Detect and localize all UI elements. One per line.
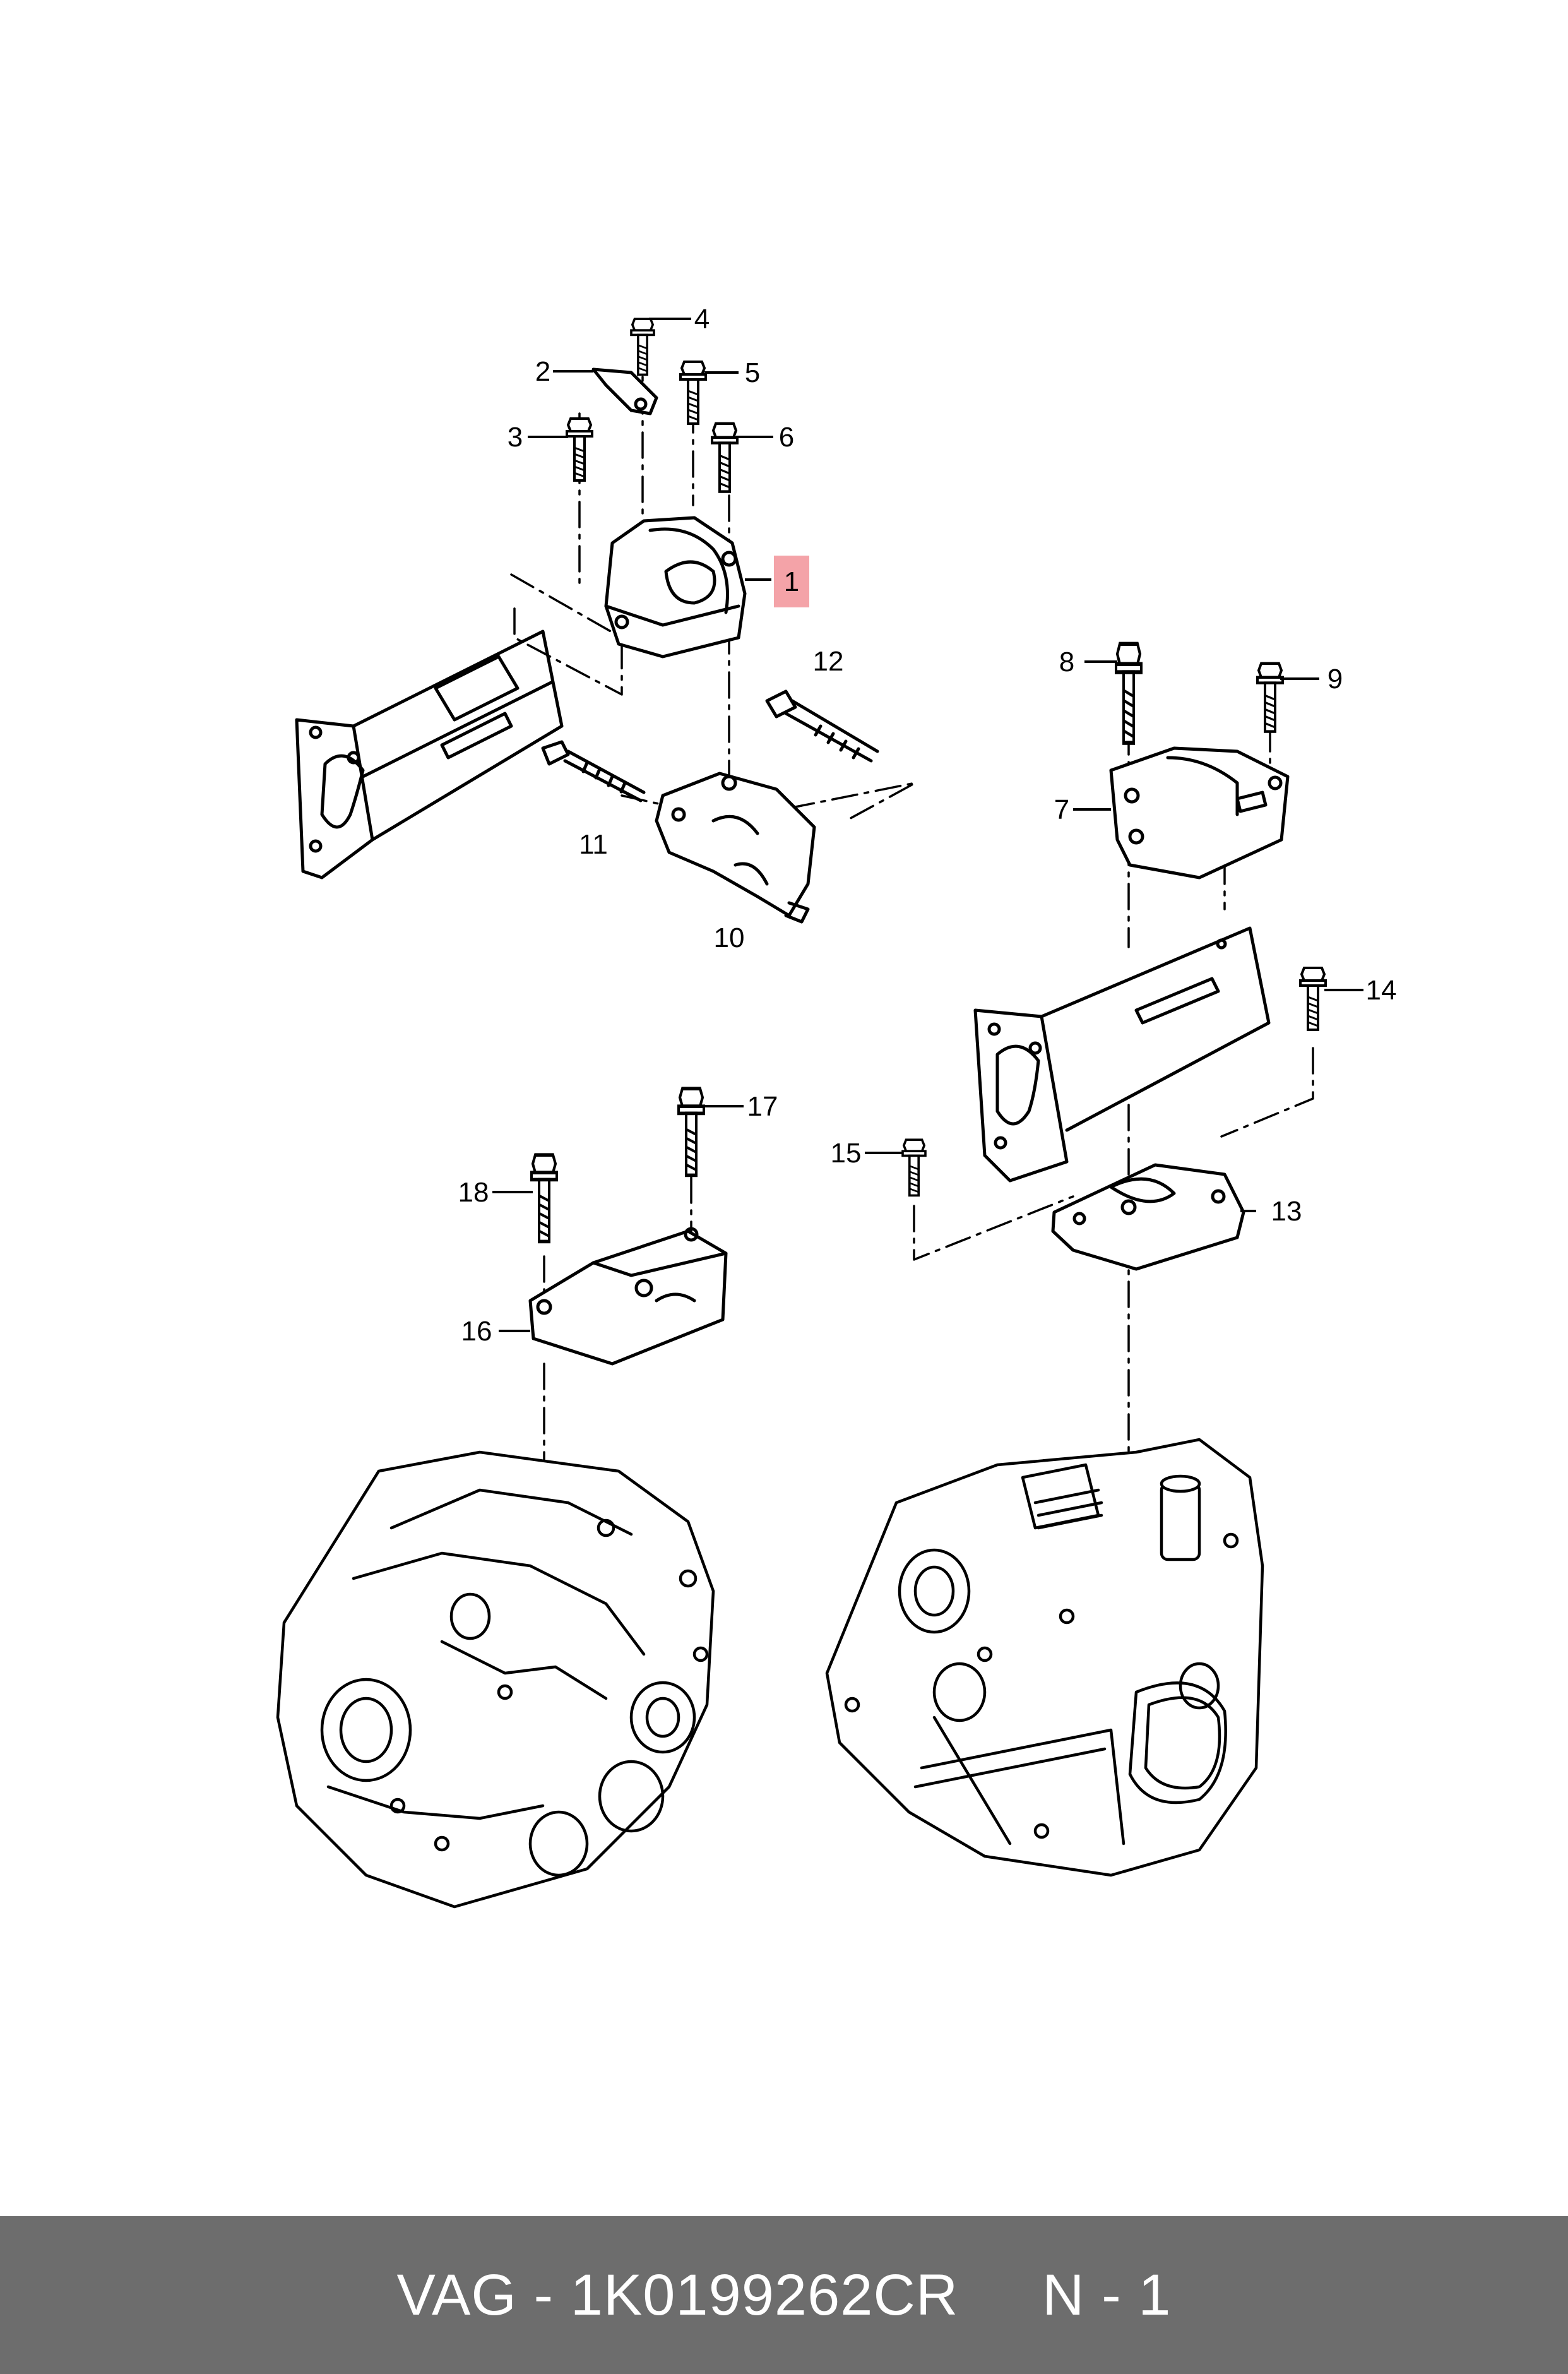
callout-16: 16 — [461, 1316, 492, 1347]
gearbox-mount-7 — [1109, 746, 1290, 880]
callout-6: 6 — [779, 422, 794, 453]
bracket-13 — [1051, 1163, 1245, 1271]
bracket-2 — [591, 367, 658, 415]
subframe-bracket-left — [295, 629, 564, 880]
callout-12: 12 — [813, 646, 844, 677]
bracket-16 — [528, 1227, 728, 1366]
footer-bar: VAG - 1K0199262CR N - 1 — [0, 2216, 1568, 2374]
callout-9: 9 — [1327, 664, 1343, 695]
callout-10: 10 — [714, 922, 745, 953]
bolt-17 — [679, 1089, 704, 1175]
callout-1-highlight — [774, 556, 809, 607]
manual-gearbox — [276, 1450, 715, 1909]
bolt-6 — [712, 424, 737, 492]
callout-8: 8 — [1059, 647, 1074, 677]
dsg-gearbox — [825, 1438, 1264, 1877]
bolt-12 — [765, 689, 879, 763]
callout-5: 5 — [745, 357, 760, 388]
bolt-11 — [541, 740, 646, 802]
engine-mount-main — [604, 516, 747, 659]
bolt-9 — [1257, 664, 1283, 732]
callout-17: 17 — [747, 1091, 778, 1122]
bolt-3 — [566, 417, 593, 482]
callout-3: 3 — [508, 422, 523, 453]
part-number-caption: VAG - 1K0199262CR N - 1 — [396, 2263, 1172, 2327]
bolt-8 — [1116, 644, 1141, 743]
gearbox-bracket-10 — [655, 772, 816, 924]
callout-7: 7 — [1054, 794, 1069, 825]
callout-15: 15 — [831, 1138, 862, 1169]
parts-diagram: 1 2 3 4 5 6 7 8 9 10 11 12 13 14 15 16 1… — [276, 304, 1397, 1909]
callout-13: 13 — [1271, 1196, 1302, 1227]
subframe-bracket-right — [973, 926, 1271, 1183]
callout-leaders — [492, 318, 1363, 1332]
bolt-18 — [532, 1155, 557, 1241]
callout-1: 1 — [784, 566, 799, 597]
callout-18: 18 — [458, 1177, 489, 1208]
bolt-4 — [630, 318, 655, 376]
dashed-leader-lines-upper — [510, 343, 917, 822]
callout-2: 2 — [535, 356, 550, 387]
bolt-15 — [901, 1138, 927, 1197]
callout-11: 11 — [579, 829, 608, 860]
callout-labels: 1 2 3 4 5 6 7 8 9 10 11 12 13 14 15 16 1… — [458, 304, 1397, 1347]
callout-14: 14 — [1366, 975, 1397, 1006]
bolt-5 — [679, 361, 707, 425]
bolt-14 — [1299, 967, 1327, 1031]
callout-4: 4 — [694, 304, 710, 335]
